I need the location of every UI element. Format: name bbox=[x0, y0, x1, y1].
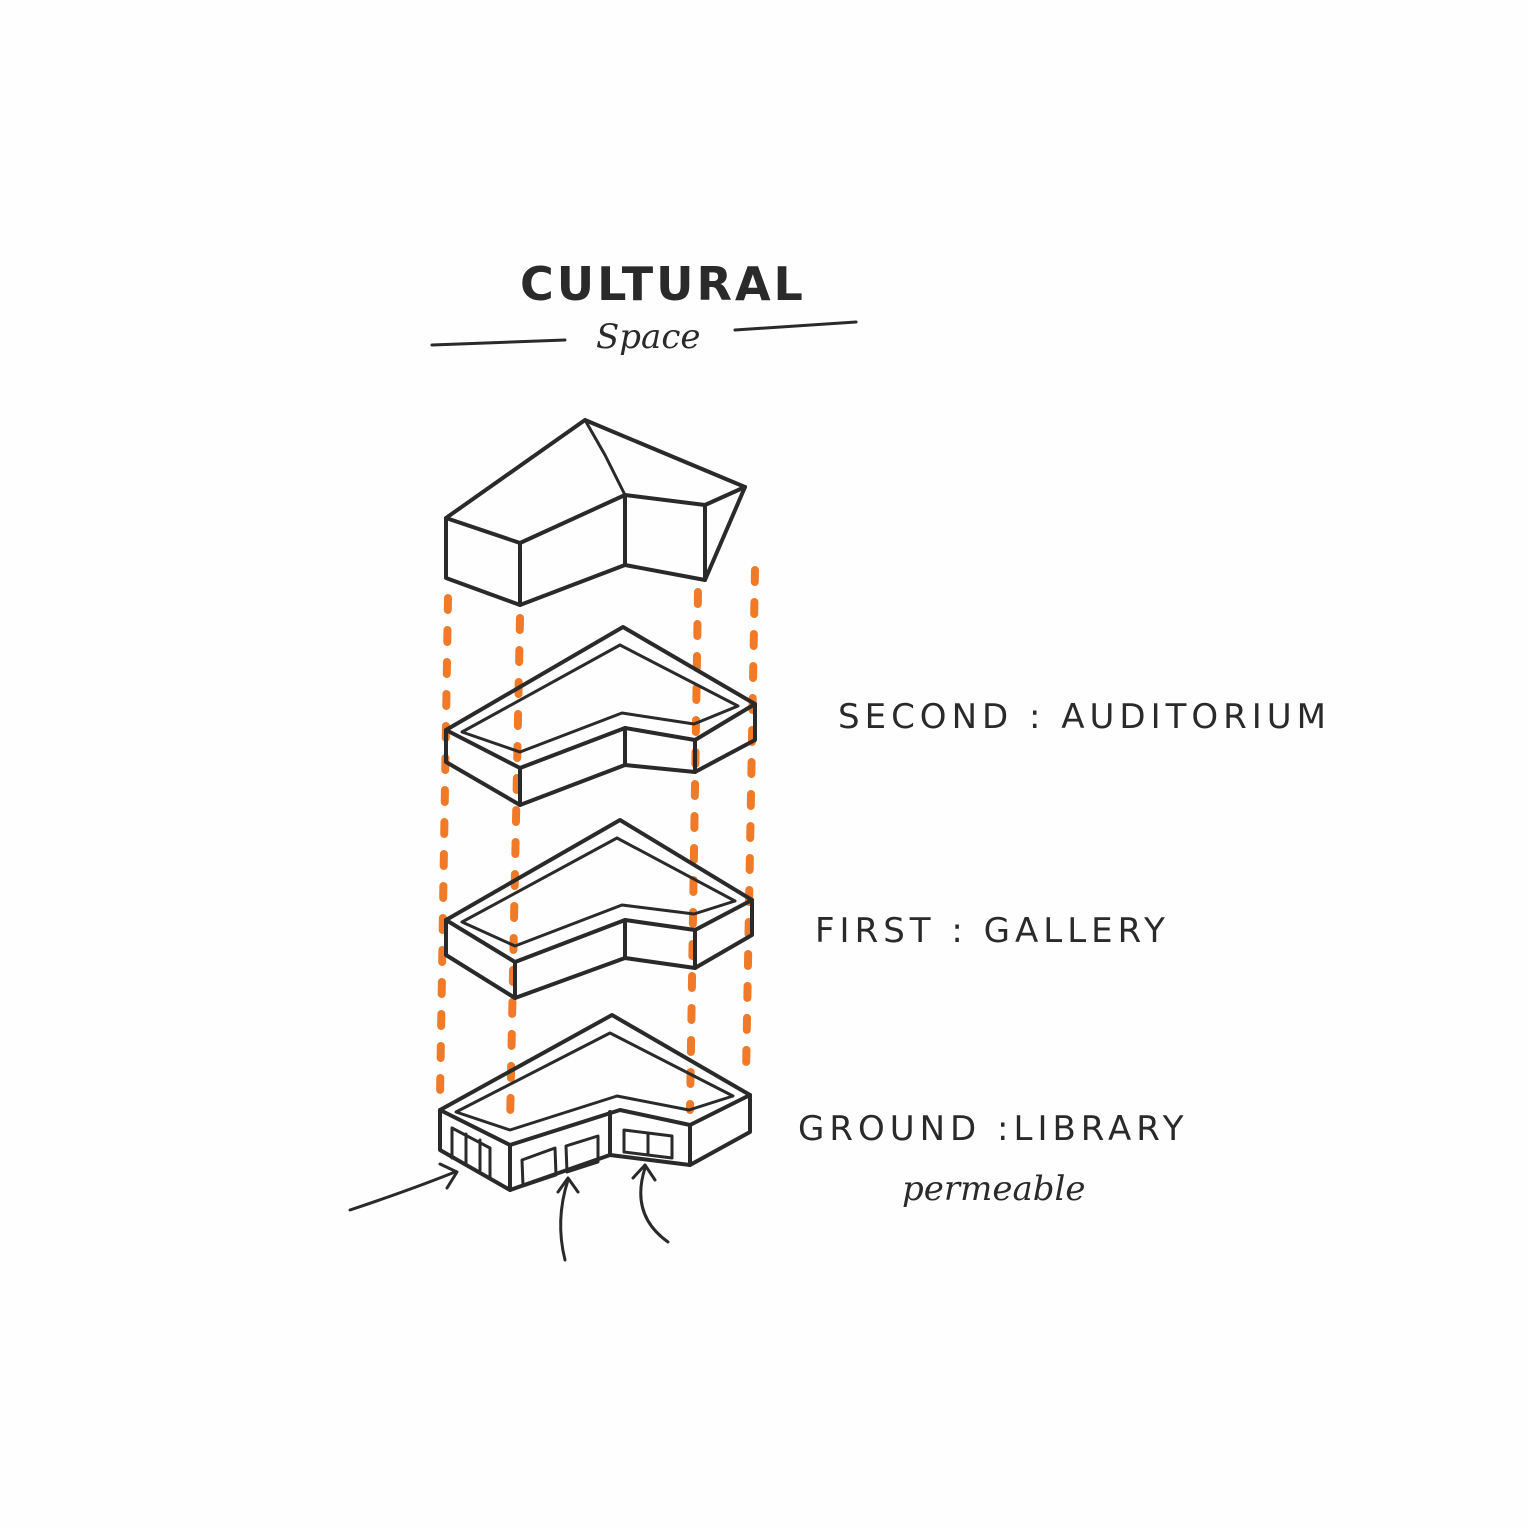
dash-line-3 bbox=[686, 588, 702, 1114]
label-second: SECOND : AUDITORIUM bbox=[838, 697, 1331, 737]
floor-first bbox=[444, 818, 754, 1000]
arrow-right-head bbox=[631, 1163, 657, 1182]
dash-line-2 bbox=[506, 614, 524, 1129]
arrow-left-head bbox=[438, 1162, 459, 1190]
arrow-middle-shaft bbox=[559, 1178, 570, 1262]
level-labels: SECOND : AUDITORIUM FIRST : GALLERY GROU… bbox=[798, 697, 1331, 1209]
roof-volume bbox=[444, 418, 747, 607]
alignment-dashes bbox=[436, 566, 759, 1129]
arrow-right-shaft bbox=[639, 1166, 670, 1244]
ground-opening-right bbox=[622, 1128, 674, 1160]
first-top-outline bbox=[444, 818, 754, 964]
roof-ridge-front bbox=[444, 485, 747, 545]
roof-crease bbox=[583, 418, 627, 497]
entry-arrows bbox=[348, 1162, 670, 1262]
floor-ground bbox=[438, 1013, 752, 1192]
title-rule-right bbox=[733, 320, 858, 332]
label-ground-note: permeable bbox=[902, 1169, 1086, 1209]
roof-outline bbox=[444, 418, 747, 607]
second-inner-rim bbox=[460, 643, 740, 754]
floor-second bbox=[444, 625, 757, 807]
dash-line-4 bbox=[742, 566, 759, 1079]
title-block: CULTURAL Space bbox=[430, 257, 858, 357]
title-space: Space bbox=[596, 317, 701, 357]
ground-opening-left bbox=[450, 1126, 492, 1180]
label-first: FIRST : GALLERY bbox=[815, 911, 1170, 951]
title-cultural: CULTURAL bbox=[520, 257, 806, 311]
dash-line-1 bbox=[436, 594, 452, 1102]
arrow-middle-head bbox=[556, 1176, 580, 1194]
arrow-left-shaft bbox=[348, 1170, 457, 1212]
ground-inner-rim bbox=[454, 1031, 735, 1132]
second-top-outline bbox=[444, 625, 757, 770]
ground-side-outline bbox=[438, 1093, 752, 1192]
first-inner-rim bbox=[460, 836, 737, 948]
title-rule-left bbox=[430, 338, 567, 347]
ground-opening-front bbox=[520, 1134, 600, 1188]
label-ground: GROUND :LIBRARY bbox=[798, 1109, 1189, 1149]
